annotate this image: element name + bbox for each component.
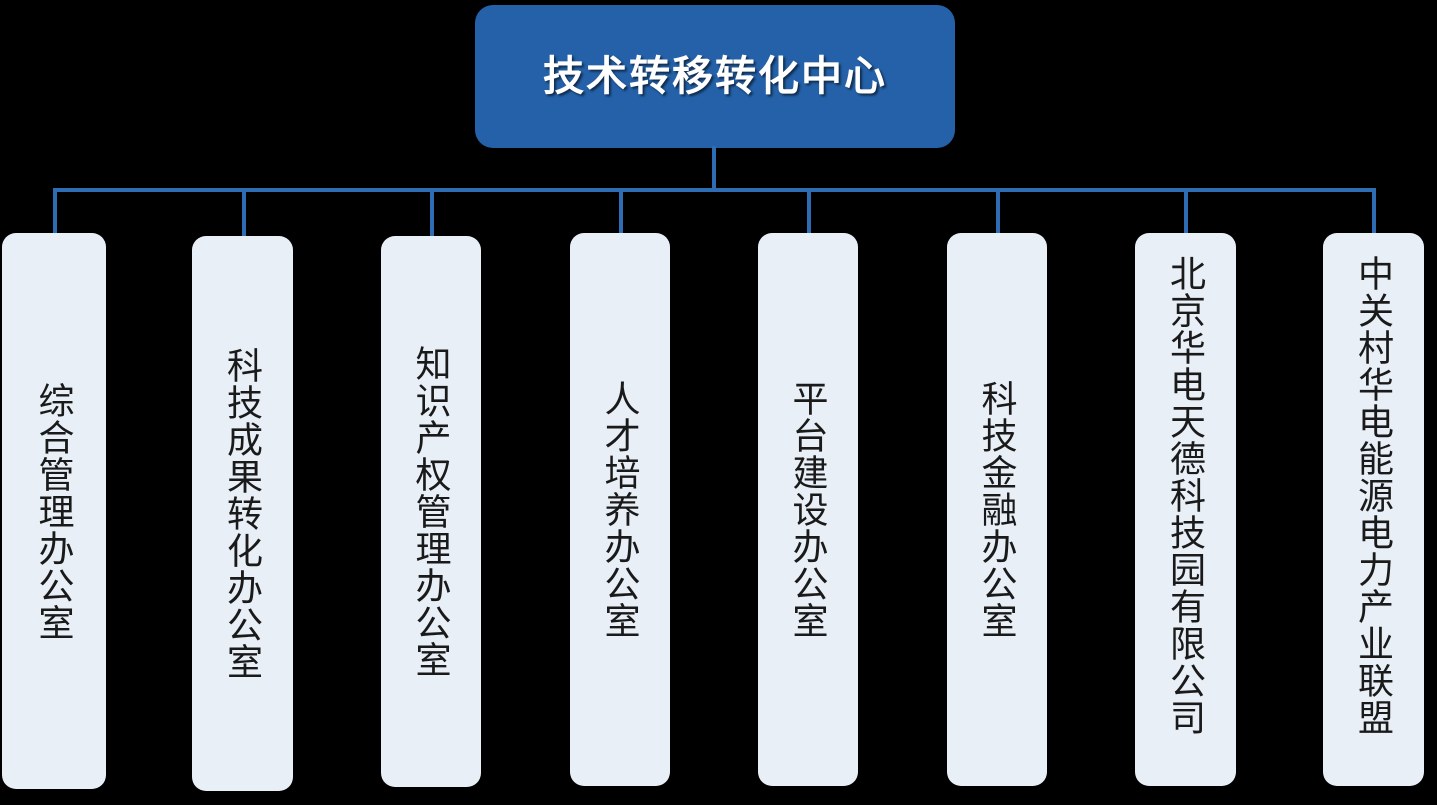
child-node-8[interactable]: 中关村华电能源电力产业联盟 bbox=[1323, 233, 1424, 786]
connector-drop-4 bbox=[619, 188, 623, 234]
child-node-3-label: 知识产权管理办公室 bbox=[410, 345, 452, 678]
child-node-1-label: 综合管理办公室 bbox=[33, 381, 75, 641]
connector-drop-2 bbox=[242, 188, 246, 237]
connector-drop-7 bbox=[1184, 188, 1188, 234]
child-node-8-label: 中关村华电能源电力产业联盟 bbox=[1353, 255, 1395, 736]
child-node-2[interactable]: 科技成果转化办公室 bbox=[192, 236, 293, 791]
child-node-6-label: 科技金融办公室 bbox=[976, 380, 1018, 639]
child-node-7-label: 北京华电天德科技园有限公司 bbox=[1165, 255, 1207, 736]
child-node-2-label: 科技成果转化办公室 bbox=[222, 347, 264, 680]
child-node-4-label: 人才培养办公室 bbox=[599, 380, 641, 639]
child-node-5[interactable]: 平台建设办公室 bbox=[758, 233, 858, 786]
child-node-3[interactable]: 知识产权管理办公室 bbox=[381, 236, 481, 787]
connector-drop-8 bbox=[1372, 188, 1376, 234]
child-node-5-label: 平台建设办公室 bbox=[787, 380, 829, 639]
child-node-4[interactable]: 人才培养办公室 bbox=[570, 233, 670, 786]
connector-drop-6 bbox=[996, 188, 1000, 234]
child-node-7[interactable]: 北京华电天德科技园有限公司 bbox=[1135, 233, 1236, 786]
root-node-label: 技术转移转化中心 bbox=[543, 52, 887, 99]
child-node-1[interactable]: 综合管理办公室 bbox=[2, 233, 106, 789]
connector-drop-3 bbox=[430, 188, 434, 237]
child-node-6[interactable]: 科技金融办公室 bbox=[947, 233, 1047, 786]
connector-drop-1 bbox=[53, 188, 57, 234]
connector-horizontal-bus bbox=[53, 188, 1376, 192]
connector-drop-5 bbox=[807, 188, 811, 234]
root-node-technology-transfer-center[interactable]: 技术转移转化中心 bbox=[475, 5, 955, 148]
connector-root-stem bbox=[712, 146, 716, 192]
